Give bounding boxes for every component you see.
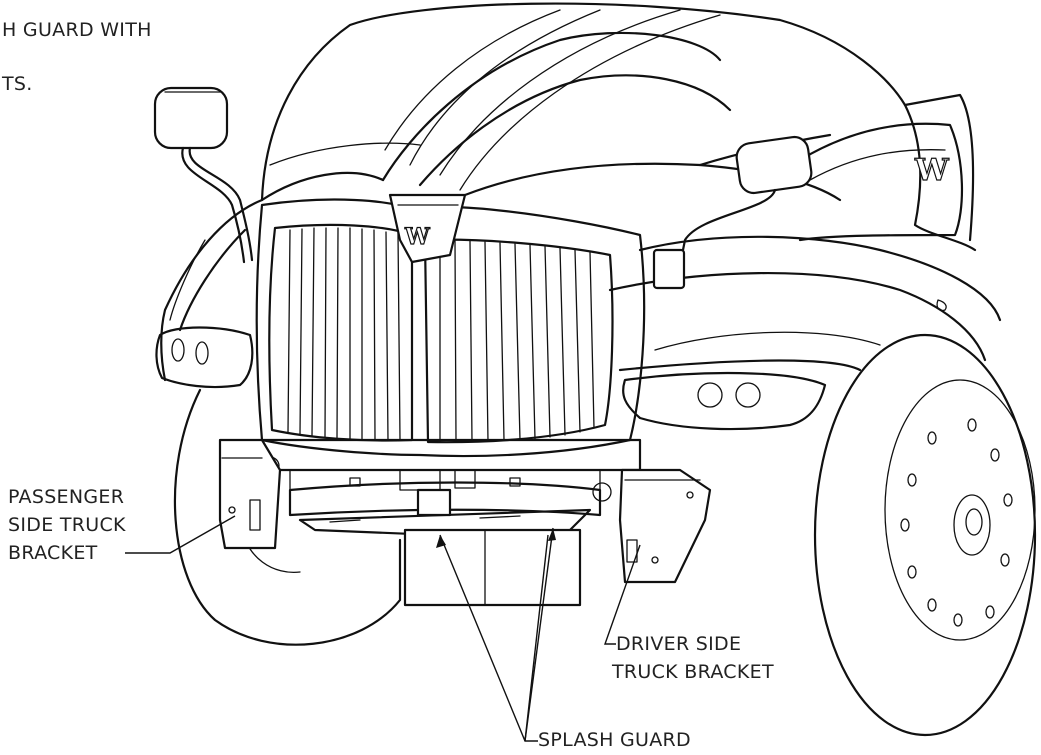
grille-logo: W: [404, 224, 430, 250]
driver-label-line2: TRUCK BRACKET: [611, 661, 774, 683]
passenger-truck-bracket: [218, 438, 282, 550]
callout-splash: SPLASH GUARD: [436, 527, 691, 751]
passenger-leader-line: [125, 515, 236, 554]
header-line-1: H GUARD WITH: [2, 19, 152, 41]
driver-wheel: [813, 333, 1037, 737]
passenger-label-line1: PASSENGER: [8, 486, 124, 508]
grille: W: [255, 193, 646, 458]
driver-truck-bracket: [618, 468, 712, 584]
callout-passenger: PASSENGER SIDE TRUCK BRACKET: [8, 486, 236, 564]
passenger-label-line3: BRACKET: [8, 542, 98, 564]
passenger-mirror: [153, 86, 254, 264]
splash-arrow-2: [548, 528, 556, 541]
passenger-label-line2: SIDE TRUCK: [8, 514, 126, 536]
driver-label-line1: DRIVER SIDE: [616, 633, 741, 655]
callout-driver: DRIVER SIDE TRUCK BRACKET: [604, 544, 774, 683]
header-line-2: TS.: [1, 73, 33, 95]
splash-label: SPLASH GUARD: [538, 729, 691, 751]
bumper-assembly: [260, 438, 642, 607]
splash-arrow-1: [436, 535, 446, 548]
splash-leader-line-3: [524, 534, 549, 742]
side-logo: W: [914, 153, 950, 188]
driver-leader-line: [604, 544, 641, 645]
driver-mirror: [652, 135, 813, 290]
